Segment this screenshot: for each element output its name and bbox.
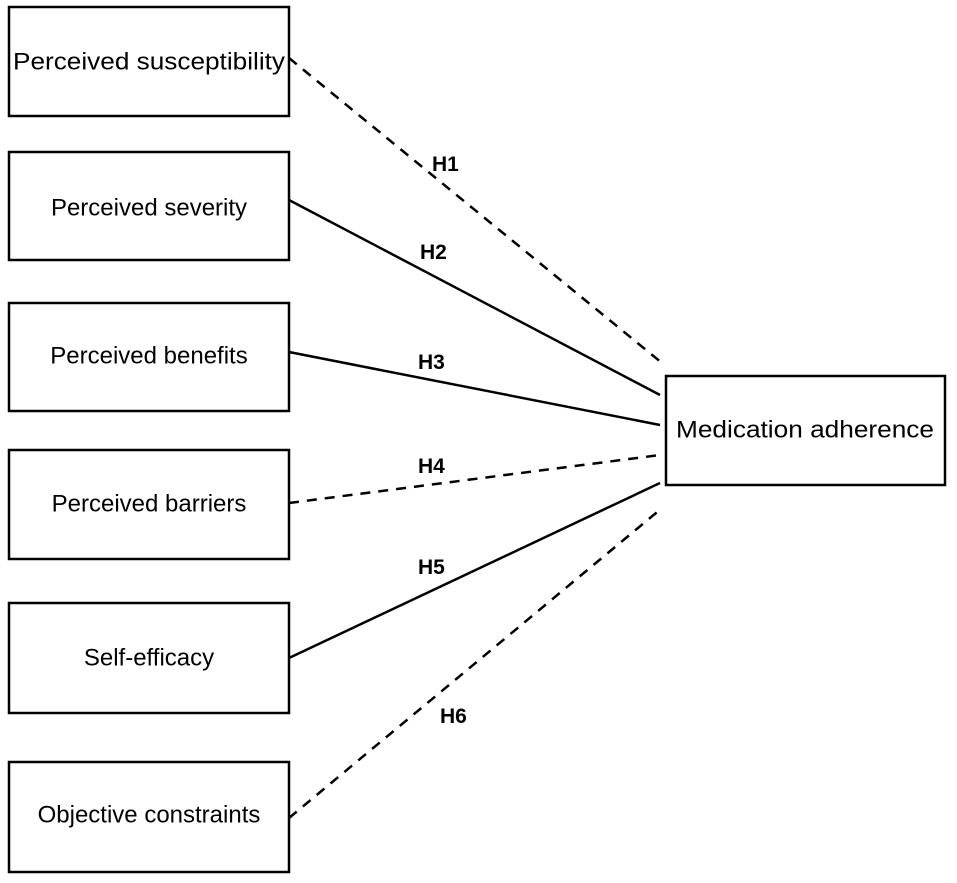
node-perceived-benefits: Perceived benefits: [7, 301, 291, 413]
node-perceived-barriers: Perceived barriers: [7, 448, 291, 561]
node-label: Perceived benefits: [50, 342, 247, 369]
edge-label-h2: H2: [420, 241, 447, 264]
node-label: Objective constraints: [38, 801, 261, 828]
node-self-efficacy: Self-efficacy: [7, 601, 291, 715]
edge-h4: [288, 453, 661, 505]
edge-label-h1: H1: [432, 153, 459, 176]
node-label: Perceived barriers: [52, 490, 247, 517]
edge-h1: [288, 57, 663, 364]
node-perceived-severity: Perceived severity: [7, 150, 291, 262]
edge-label-h5: H5: [418, 556, 445, 579]
node-perceived-susceptibility: Perceived susceptibility: [7, 5, 291, 118]
node-label: Perceived severity: [51, 194, 247, 221]
edge-h2: [288, 198, 661, 397]
edge-label-h3: H3: [418, 351, 445, 374]
node-label: Self-efficacy: [84, 644, 214, 671]
node-objective-constraints: Objective constraints: [7, 760, 291, 874]
edge-h5: [288, 481, 661, 660]
node-medication-adherence: Medication adherence: [664, 374, 947, 487]
edge-label-h4: H4: [418, 455, 445, 478]
node-label: Medication adherence: [676, 416, 934, 443]
node-label: Perceived susceptibility: [13, 48, 285, 75]
edge-label-h6: H6: [440, 705, 467, 728]
edge-h6: [288, 507, 663, 819]
edge-h3: [288, 350, 661, 427]
